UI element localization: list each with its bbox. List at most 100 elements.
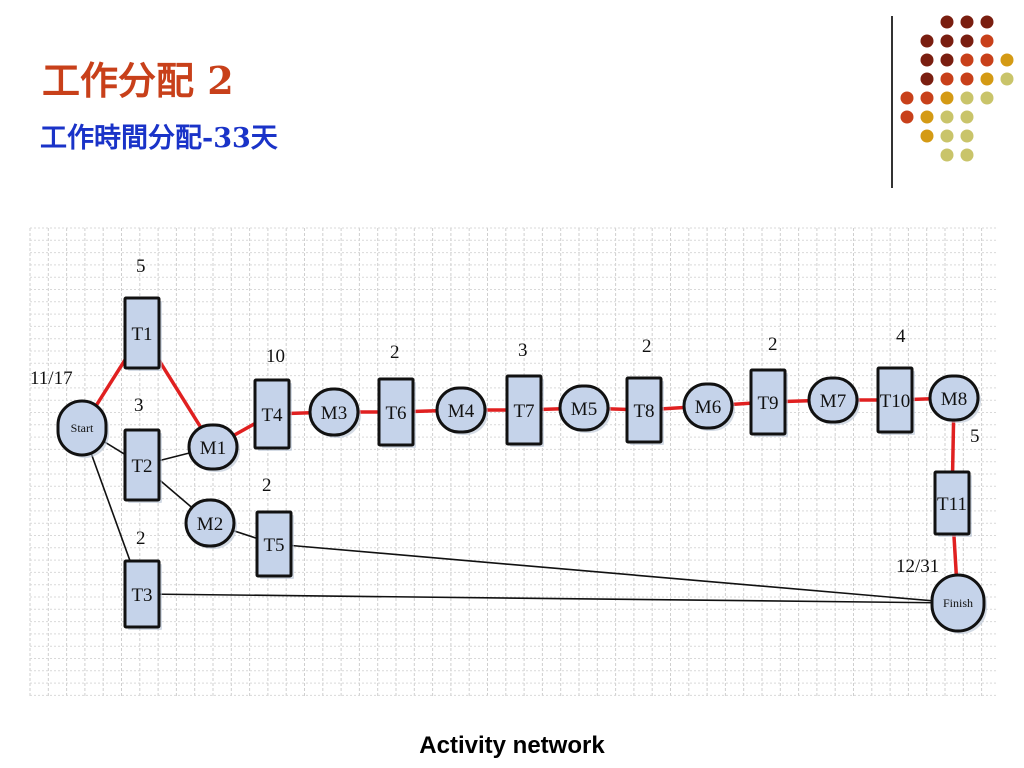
diagram-caption: Activity network bbox=[419, 732, 605, 759]
start-date-label: 11/17 bbox=[30, 368, 73, 389]
node-label: T8 bbox=[633, 401, 654, 422]
duration-label-t1: 5 bbox=[136, 256, 146, 277]
decor-dot bbox=[920, 110, 934, 124]
decor-dot-pattern bbox=[900, 15, 1014, 162]
node-label: T3 bbox=[131, 585, 152, 606]
decor-dot bbox=[1000, 53, 1014, 67]
decor-dot bbox=[960, 129, 974, 143]
task-box bbox=[255, 510, 293, 578]
duration-label-t9: 2 bbox=[768, 334, 778, 355]
decor-dot bbox=[920, 34, 934, 48]
decor-dot bbox=[920, 72, 934, 86]
node-label: M1 bbox=[200, 438, 226, 459]
node-label: T11 bbox=[937, 494, 967, 515]
decor-dot bbox=[980, 72, 994, 86]
decor-dot bbox=[960, 148, 974, 162]
node-label: M4 bbox=[448, 401, 475, 422]
decor-dot bbox=[960, 15, 974, 29]
node-label: M6 bbox=[695, 397, 721, 418]
task-node-t4: T4 bbox=[253, 378, 292, 451]
decor-dot bbox=[980, 53, 994, 67]
decor-dot bbox=[960, 34, 974, 48]
decor-dot bbox=[980, 34, 994, 48]
decor-dot bbox=[920, 91, 934, 105]
decor-dot bbox=[920, 129, 934, 143]
task-box bbox=[123, 296, 161, 370]
node-label: T9 bbox=[757, 393, 778, 414]
decor-dot bbox=[940, 148, 954, 162]
decor-dot bbox=[960, 110, 974, 124]
task-box bbox=[505, 374, 543, 446]
node-label: M2 bbox=[197, 514, 223, 535]
milestone-shape bbox=[308, 387, 360, 437]
decor-dot bbox=[900, 110, 914, 124]
task-box bbox=[123, 428, 161, 502]
decor-dot bbox=[900, 91, 914, 105]
finish-date-label: 12/31 bbox=[896, 556, 939, 577]
milestone-shape bbox=[807, 376, 859, 424]
decor-dot bbox=[960, 53, 974, 67]
task-node-t5: T5 bbox=[255, 510, 294, 579]
task-box bbox=[123, 559, 161, 629]
decor-dot bbox=[960, 72, 974, 86]
milestone-node-finish: Finish bbox=[930, 573, 987, 634]
milestone-node-m2: M2 bbox=[184, 498, 237, 549]
node-label: M5 bbox=[571, 399, 597, 420]
duration-label-t6: 2 bbox=[390, 342, 400, 363]
task-node-t6: T6 bbox=[377, 377, 416, 448]
milestone-shape bbox=[558, 384, 610, 432]
milestone-node-m1: M1 bbox=[187, 423, 240, 472]
duration-label-t5: 2 bbox=[262, 475, 272, 496]
task-box bbox=[377, 377, 415, 447]
slide-subtitle: 工作時間分配-33天 bbox=[40, 123, 278, 154]
decor-dot bbox=[940, 34, 954, 48]
node-label: Finish bbox=[943, 596, 973, 610]
decor-dot bbox=[980, 15, 994, 29]
milestone-shape bbox=[56, 399, 108, 457]
milestone-shape bbox=[930, 573, 986, 633]
decor-dot bbox=[1000, 72, 1014, 86]
task-node-t7: T7 bbox=[505, 374, 544, 447]
milestone-shape bbox=[187, 423, 239, 471]
node-label: T6 bbox=[385, 403, 406, 424]
duration-label-t10: 4 bbox=[896, 326, 906, 347]
task-node-t10: T10 bbox=[876, 366, 915, 435]
node-label: T1 bbox=[131, 324, 152, 345]
node-label: M3 bbox=[321, 403, 347, 424]
slide-title: 工作分配 2 bbox=[42, 58, 234, 103]
milestone-node-m8: M8 bbox=[928, 374, 981, 423]
milestone-node-m5: M5 bbox=[558, 384, 611, 433]
task-node-t1: T1 bbox=[123, 296, 162, 371]
task-node-t3: T3 bbox=[123, 559, 162, 630]
node-label: T10 bbox=[880, 391, 911, 412]
task-node-t9: T9 bbox=[749, 368, 788, 437]
milestone-shape bbox=[682, 382, 734, 430]
milestone-node-m4: M4 bbox=[435, 386, 488, 435]
node-label: Start bbox=[71, 421, 94, 435]
task-box bbox=[253, 378, 291, 450]
node-label: M7 bbox=[820, 391, 846, 412]
node-label: T7 bbox=[513, 401, 534, 422]
dependency-edge bbox=[273, 543, 959, 604]
milestone-node-m3: M3 bbox=[308, 387, 361, 438]
decor-dot bbox=[940, 72, 954, 86]
duration-label-t3: 2 bbox=[136, 528, 146, 549]
decor-dot bbox=[940, 129, 954, 143]
decor-dot bbox=[940, 91, 954, 105]
milestone-shape bbox=[928, 374, 980, 422]
decor-dot bbox=[940, 110, 954, 124]
duration-label-t4: 10 bbox=[266, 346, 285, 367]
milestone-shape bbox=[435, 386, 487, 434]
task-box bbox=[749, 368, 787, 436]
duration-label-t7: 3 bbox=[518, 340, 528, 361]
decor-dot bbox=[940, 53, 954, 67]
milestone-node-m6: M6 bbox=[682, 382, 735, 431]
task-box bbox=[933, 470, 971, 536]
duration-label-t11: 5 bbox=[970, 426, 980, 447]
task-node-t11: T11 bbox=[933, 470, 972, 537]
dependency-edge bbox=[141, 593, 959, 604]
decor-dot bbox=[920, 53, 934, 67]
